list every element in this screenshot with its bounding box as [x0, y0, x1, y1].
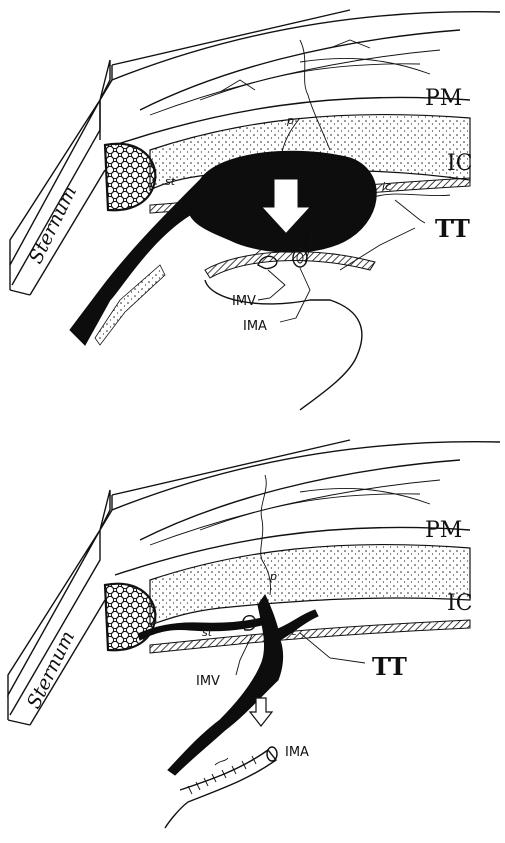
ic-label-bottom: IC	[447, 591, 473, 616]
pm-label-top: PM	[425, 86, 462, 111]
ima-label-bottom: IMA	[285, 745, 309, 760]
imv-label-top: IMV	[232, 294, 256, 309]
top-panel: PM IC TT st p ic IMV IMA Sternum	[10, 10, 500, 410]
bottom-panel: PM IC TT st p ic IMV IMA Sternum	[8, 440, 500, 828]
tt-label-top: TT	[435, 214, 470, 243]
sternum-label-bottom: Sternum	[23, 628, 79, 713]
st-label-top: st	[165, 175, 176, 188]
tt-label-bottom: TT	[372, 652, 407, 681]
pm-label-bottom: PM	[425, 518, 462, 543]
p-label-top: p	[286, 114, 294, 127]
ic-small-label-bottom: ic	[288, 625, 297, 638]
imv-label-bottom: IMV	[196, 674, 220, 689]
p-label-bottom: p	[269, 570, 277, 583]
ic-small-label-top: ic	[382, 180, 391, 193]
sternum-section	[105, 144, 155, 211]
ima-label-top: IMA	[243, 319, 267, 334]
ic-label-top: IC	[447, 151, 473, 176]
sternum-section-bottom	[105, 584, 155, 651]
st-label-bottom: st	[202, 626, 213, 639]
